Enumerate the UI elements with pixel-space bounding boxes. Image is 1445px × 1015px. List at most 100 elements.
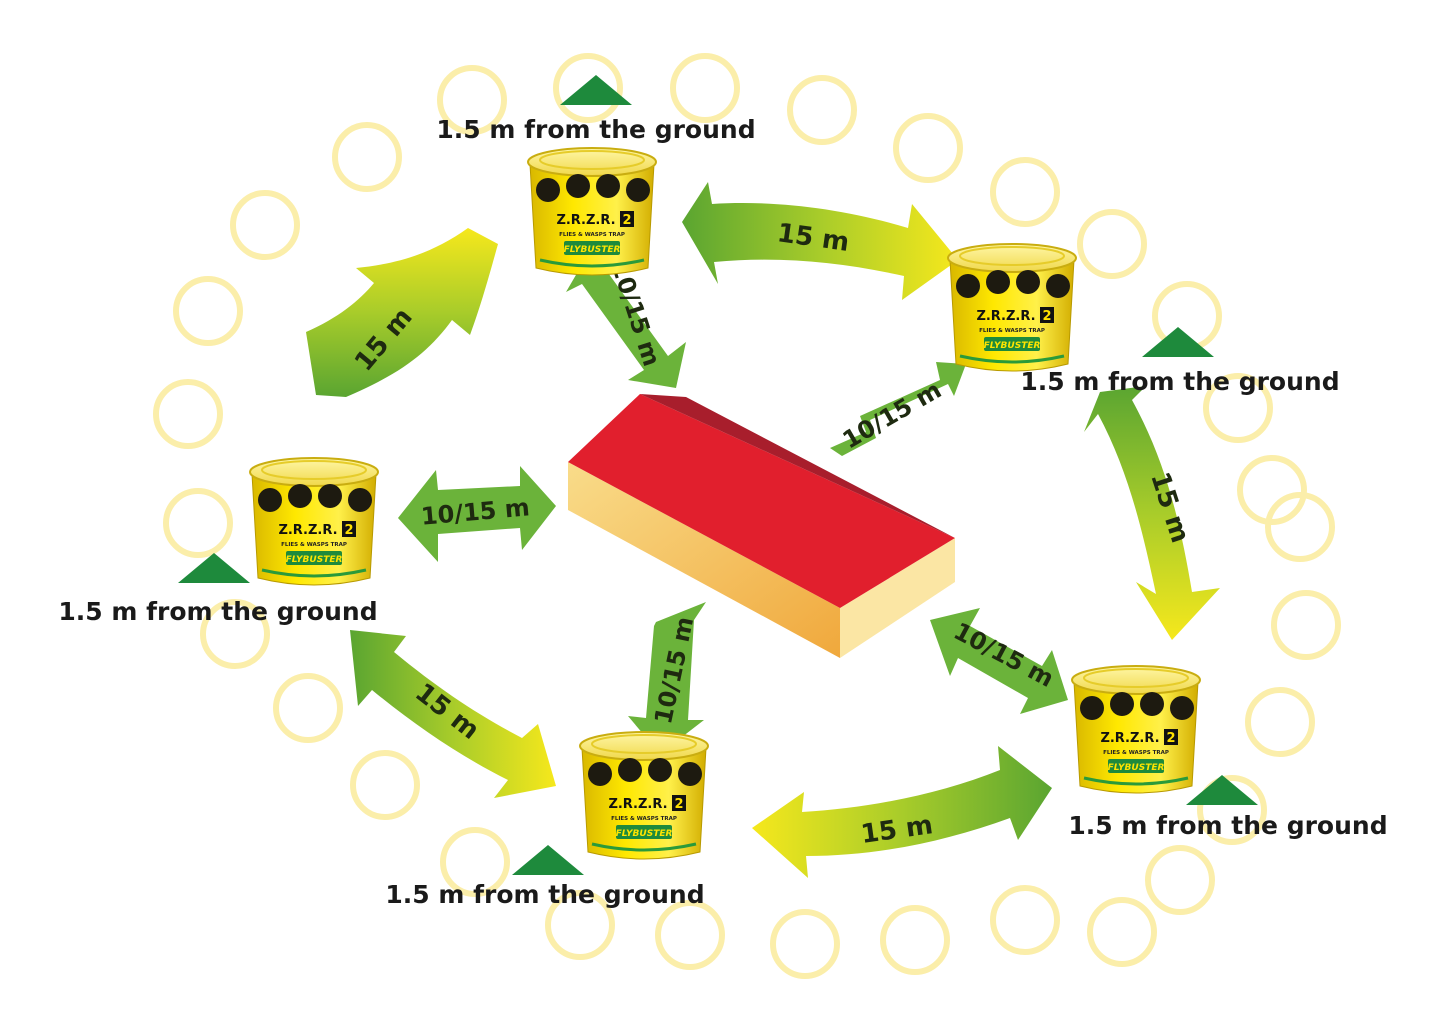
trap-logo-band [616,825,672,839]
trap-hole [1170,696,1194,720]
boundary-ring [893,113,963,183]
height-label: 1.5 m from the ground [1068,811,1387,840]
trap-hole [618,758,642,782]
trap-number-box [1164,729,1178,745]
trap-hole [678,762,702,786]
boundary-ring [1077,209,1147,279]
trap-logo: FLYBUSTER [616,829,673,839]
trap-logo: FLYBUSTER [564,245,621,255]
trap-number-box [1040,307,1054,323]
trap-brand: Z.R.Z.R. [278,523,337,538]
trap-logo: FLYBUSTER [1108,763,1165,773]
boundary-ring [1087,897,1157,967]
boundary-ring [173,276,243,346]
arrow-shape [830,362,966,456]
trap-logo: FLYBUSTER [286,555,343,565]
trap-hole [348,488,372,512]
boundary-ring [1271,590,1341,660]
boundary-ring [230,190,300,260]
building-gable-wall [840,538,955,658]
trap-hole [1046,274,1070,298]
boundary-ring [273,673,343,743]
trap-hole [588,762,612,786]
trap-subtitle: FLIES & WASPS TRAP [611,816,677,822]
arrow-shape [398,466,556,562]
trap-logo: FLYBUSTER [984,341,1041,351]
trap-brand: Z.R.Z.R. [608,797,667,812]
arrow-shape [306,228,498,397]
trap-subtitle: FLIES & WASPS TRAP [281,542,347,548]
trap-hole [956,274,980,298]
trap-subtitle: FLIES & WASPS TRAP [1103,750,1169,756]
trap-hole [986,270,1010,294]
trap-number: 2 [344,523,353,538]
trap-logo-band [984,337,1040,351]
boundary-ring [1265,492,1335,562]
trap-brand: Z.R.Z.R. [976,309,1035,324]
building-front-wall [568,462,840,658]
trap-subtitle: FLIES & WASPS TRAP [559,232,625,238]
boundary-ring [1197,775,1267,845]
trap-hole [566,174,590,198]
trap-hole [318,484,342,508]
trap-logo-band [564,241,620,255]
trap-spacing-arrow: 15 m [1084,386,1220,640]
boundary-ring [880,905,950,975]
trap-hole [1080,696,1104,720]
arrow-shape [350,630,556,798]
boundary-ring [545,890,615,960]
trap-hole [648,758,672,782]
trap-hole [626,178,650,202]
trap-number: 2 [1042,309,1051,324]
boundary-ring [1245,687,1315,757]
height-label: 1.5 m from the ground [436,115,755,144]
trap-brand: Z.R.Z.R. [1100,731,1159,746]
boundary-ring [350,750,420,820]
building-roof-ridge [640,394,955,538]
trap-logo-band [286,551,342,565]
height-marker-icon [178,553,250,583]
trap-spacing-arrow: 15 m [306,228,498,397]
trap-number: 2 [1166,731,1175,746]
height-label: 1.5 m from the ground [385,880,704,909]
trap-number-box [672,795,686,811]
trap-number: 2 [674,797,683,812]
trap-hole [1016,270,1040,294]
arrow-shape [930,608,1068,714]
trap-hole [1110,692,1134,716]
trap-hole [288,484,312,508]
trap-number-box [620,211,634,227]
trap-hole [258,488,282,512]
building-distance-arrow: 10/15 m [930,608,1068,714]
arrow-shape [1084,386,1220,640]
height-marker-icon [512,845,584,875]
arrow-shape [682,182,958,300]
boundary-ring [153,379,223,449]
trap-hole [596,174,620,198]
distance-label: 10/15 m [838,376,946,455]
boundary-ring [1203,373,1273,443]
trap-subtitle: FLIES & WASPS TRAP [979,328,1045,334]
trap-number-box [342,521,356,537]
trap-logo-band [1108,759,1164,773]
boundary-ring [437,65,507,135]
arrow-shape [628,602,706,754]
boundary-ring [332,122,402,192]
height-label: 1.5 m from the ground [58,597,377,626]
building-roof-front [568,394,955,608]
boundary-ring [770,909,840,979]
boundary-ring [200,599,270,669]
height-marker-icon [1142,327,1214,357]
trap-number: 2 [622,213,631,228]
arrow-shape [566,258,686,388]
